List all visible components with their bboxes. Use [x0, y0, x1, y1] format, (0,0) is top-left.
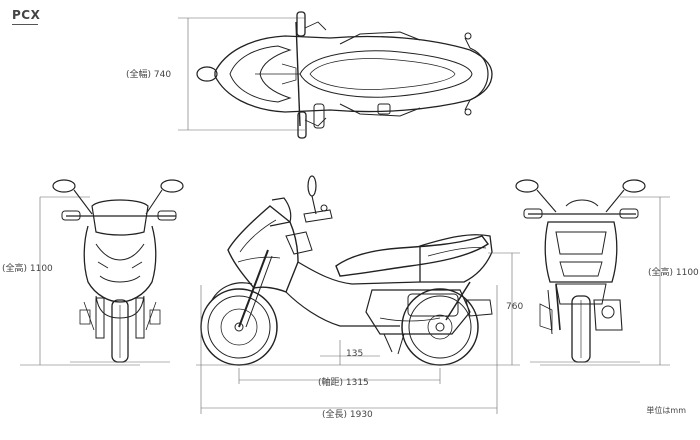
width-label: (全幅) 740 — [126, 70, 172, 80]
title-underline — [12, 24, 38, 25]
length-label: (全長) 1930 — [322, 410, 373, 420]
front-height-label: (全高) 1100 — [2, 264, 53, 274]
ground-clearance-label: 135 — [346, 349, 364, 359]
top-view-scooter — [178, 11, 493, 139]
front-view-scooter — [20, 179, 184, 366]
wheelbase-label: (軸距) 1315 — [318, 378, 369, 388]
unit-note: 単位はmm — [646, 406, 686, 415]
model-title: PCX — [12, 8, 41, 22]
rear-view-scooter — [515, 179, 670, 366]
side-view-scooter — [196, 175, 520, 414]
rear-height-label: (全高) 1100 — [648, 268, 699, 278]
seat-height-label: 760 — [506, 302, 524, 312]
